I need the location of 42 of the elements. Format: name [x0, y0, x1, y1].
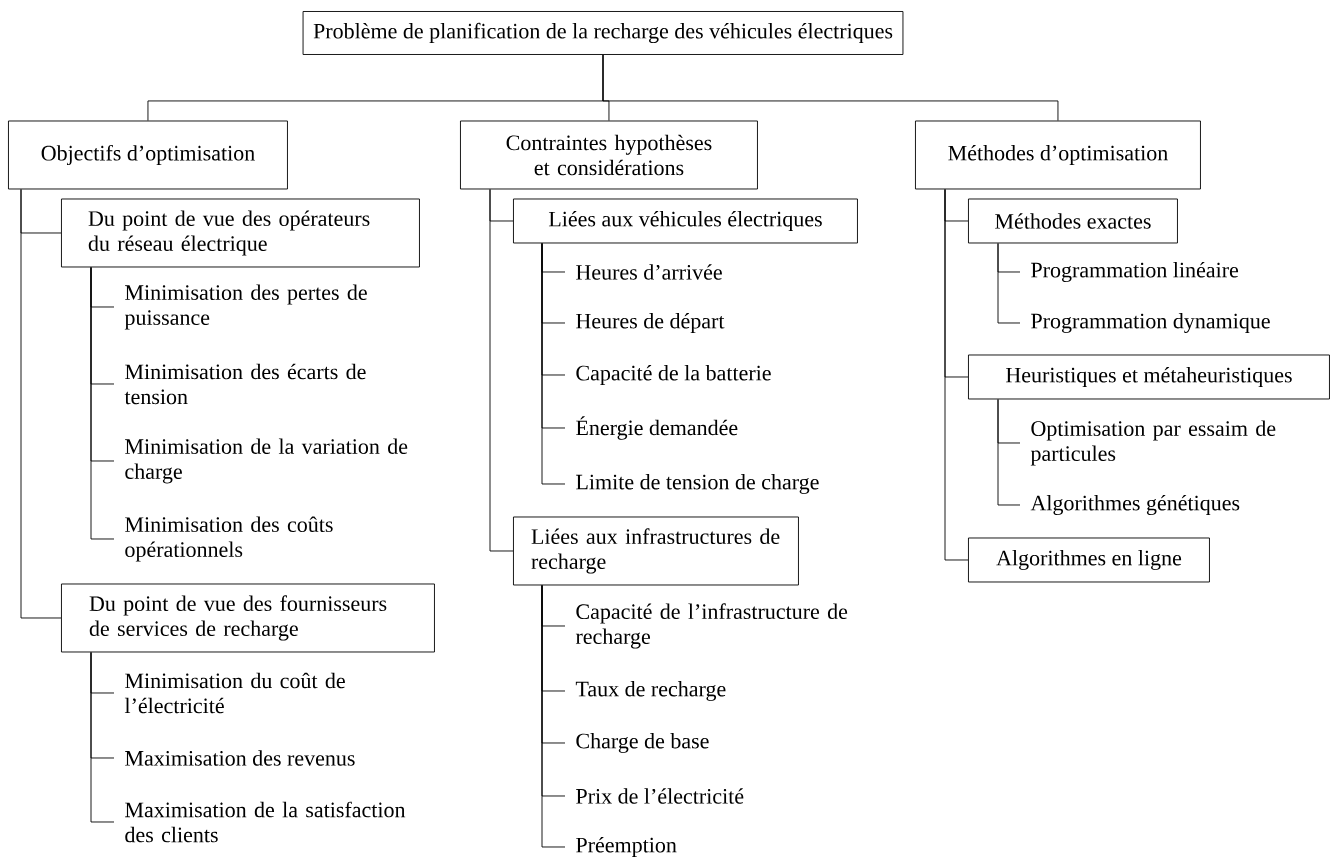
item-label: Charge de base: [576, 733, 709, 753]
connector-line: [90, 267, 115, 540]
item-label: Maximisation de la satisfaction des clients: [125, 801, 406, 843]
item-label: Limite de tension de charge: [576, 474, 819, 494]
connector-line: [997, 243, 1021, 324]
category-box: Objectifs d’optimisation: [8, 120, 288, 190]
connector-line: [997, 399, 1021, 506]
category-box: Liées aux infrastructures de recharge: [513, 516, 799, 586]
connector-line: [20, 189, 62, 619]
category-box: Du point de vue des opérateurs du réseau électrique: [61, 198, 420, 268]
item-label: Taux de recharge: [575, 681, 726, 701]
item-label: Heures d’arrivée: [576, 264, 722, 280]
item-label: Énergie demandée: [576, 416, 738, 440]
item-label: Capacité de l’infrastructure de recharge: [575, 603, 848, 649]
item-label: Programmation dynamique: [1031, 313, 1270, 333]
item-label: Minimisation des écarts de tension: [124, 363, 366, 405]
category-box: Contraintes hypothèses et considérations: [460, 120, 758, 190]
item-label: Capacité de la batterie: [576, 365, 771, 385]
connector-line: [541, 585, 566, 848]
connector-line: [944, 189, 969, 561]
item-label: Minimisation des coûts opérationnels: [125, 516, 333, 562]
category-box: Méthodes exactes: [968, 198, 1178, 244]
item-label: Préemption: [576, 837, 677, 857]
connector-line: [541, 243, 566, 485]
item-label: Minimisation du coût de l’électricité: [124, 672, 345, 714]
item-label: Algorithmes génétiques: [1030, 494, 1240, 515]
connector-line: [489, 189, 514, 552]
item-label: Maximisation des revenus: [125, 750, 355, 766]
category-box: Méthodes d’optimisation: [915, 120, 1201, 190]
category-box: Algorithmes en ligne: [968, 537, 1210, 583]
category-box: Liées aux véhicules électriques: [513, 198, 858, 244]
item-label: Minimisation des pertes de puissance: [124, 284, 367, 330]
root-box: Problème de planification de la recharge des véhicules électriques: [302, 11, 904, 55]
connector-line: [90, 652, 115, 823]
item-label: Prix de l’électricité: [576, 788, 744, 804]
item-label: Heures de départ: [576, 313, 725, 333]
item-label: Programmation linéaire: [1031, 261, 1239, 282]
category-box: Heuristiques et métaheuristiques: [968, 354, 1330, 400]
category-box: Du point de vue des fournisseurs de services de recharge: [61, 583, 435, 653]
item-label: Optimisation par essaim de particules: [1030, 420, 1276, 466]
connector-line: [602, 54, 1059, 121]
item-label: Minimisation de la variation de charge: [125, 438, 408, 484]
